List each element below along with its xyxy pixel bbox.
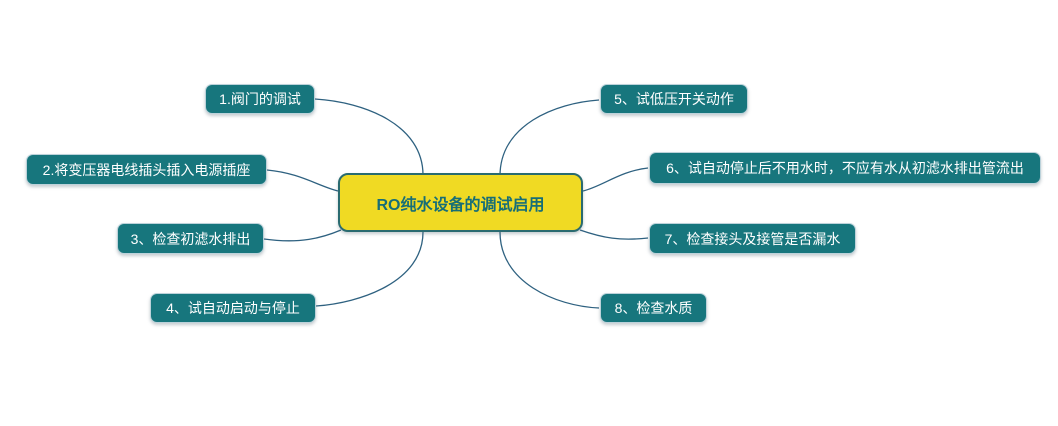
connector-branch-6 bbox=[582, 167, 649, 192]
branch-node-3[interactable]: 3、检查初滤水排出 bbox=[117, 223, 264, 254]
connector-branch-2 bbox=[266, 169, 339, 192]
connector-branch-1 bbox=[314, 98, 424, 176]
branch-label-4: 4、试自动启动与停止 bbox=[166, 300, 300, 316]
branch-label-7: 7、检查接头及接管是否漏水 bbox=[664, 230, 841, 247]
branch-node-7[interactable]: 7、检查接头及接管是否漏水 bbox=[649, 223, 856, 254]
branch-label-1: 1.阀门的调试 bbox=[219, 91, 301, 107]
branch-label-5: 5、试低压开关动作 bbox=[614, 91, 734, 107]
branch-node-8[interactable]: 8、检查水质 bbox=[600, 293, 707, 323]
connector-branch-4 bbox=[315, 231, 424, 307]
branch-node-6[interactable]: 6、试自动停止后不用水时，不应有水从初滤水排出管流出 bbox=[649, 152, 1041, 184]
branch-label-6: 6、试自动停止后不用水时，不应有水从初滤水排出管流出 bbox=[666, 160, 1024, 176]
branch-label-8: 8、检查水质 bbox=[614, 300, 693, 316]
branch-node-1[interactable]: 1.阀门的调试 bbox=[205, 84, 315, 114]
connector-branch-5 bbox=[499, 99, 600, 177]
connector-branch-7 bbox=[579, 229, 649, 240]
branch-node-4[interactable]: 4、试自动启动与停止 bbox=[150, 293, 316, 323]
branch-label-2: 2.将变压器电线插头插入电源插座 bbox=[42, 161, 251, 178]
central-topic-label: RO纯水设备的调试启用 bbox=[376, 196, 545, 214]
branch-node-5[interactable]: 5、试低压开关动作 bbox=[600, 84, 748, 114]
connector-branch-3 bbox=[263, 229, 342, 242]
branch-label-3: 3、检查初滤水排出 bbox=[130, 230, 251, 247]
connector-branch-8 bbox=[499, 231, 600, 309]
branch-node-2[interactable]: 2.将变压器电线插头插入电源插座 bbox=[26, 154, 267, 185]
central-topic-node[interactable]: RO纯水设备的调试启用 bbox=[338, 173, 583, 232]
